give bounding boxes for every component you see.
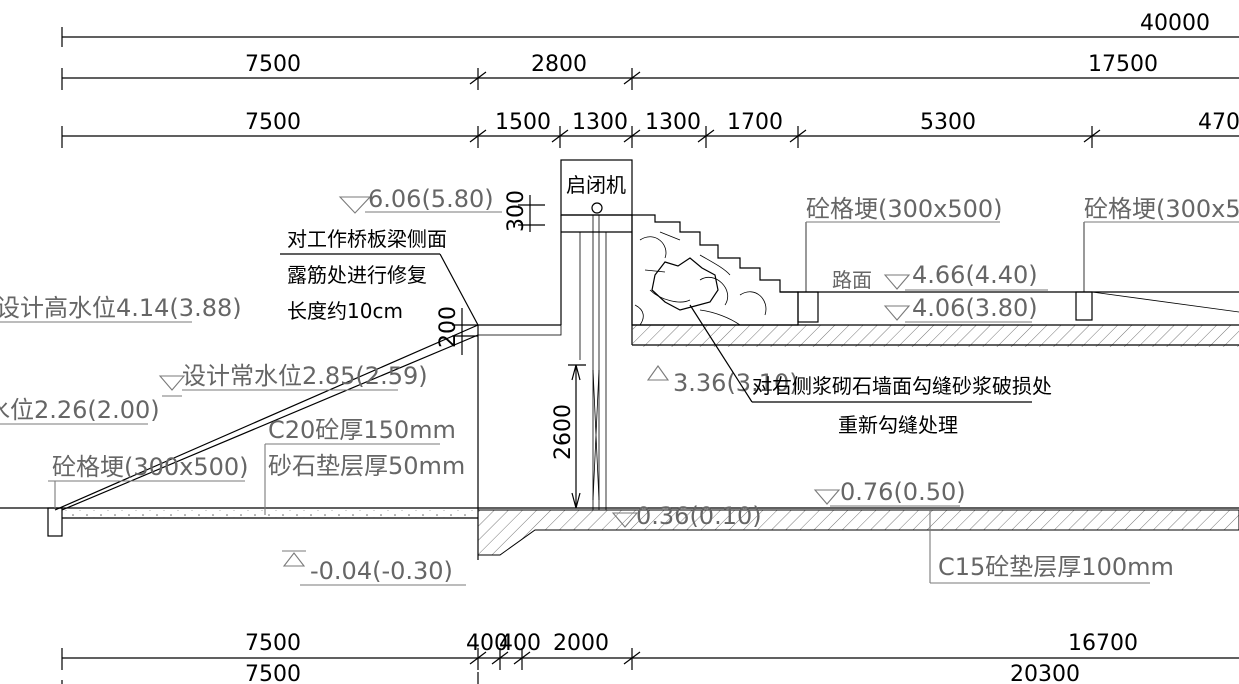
bridge-deck [477, 324, 562, 336]
dim-300-text: 300 [504, 190, 529, 232]
kerb-mid-text: 砼格埂(300x500) [806, 195, 1003, 223]
design-high-water: 设计高水位4.14(3.88) [0, 294, 242, 323]
dim-2600-text: 2600 [551, 404, 576, 460]
dim-bottom1-1: 400 [466, 631, 508, 656]
canal-bottom [0, 507, 1239, 556]
kerb-mid-label: 砼格埂(300x500) [806, 195, 1003, 223]
note-wall-line2: 重新勾缝处理 [838, 413, 958, 437]
note-wall-repair: 对右侧浆砌石墙面勾缝砂浆破损处 重新勾缝处理 [689, 304, 1052, 437]
elevation-m004: -0.04(-0.30) [282, 550, 466, 586]
design-normal-water-text: 设计常水位2.85(2.59) [182, 362, 428, 390]
elevation-076: 0.76(0.50) [813, 478, 966, 507]
dim-300: 300 [504, 190, 545, 232]
c15-text: C15砼垫层厚100mm [938, 553, 1174, 581]
top-dimension-row3: 7500 1500 1300 1300 1700 5300 4700 [61, 110, 1239, 148]
top-dimension-total: 40000 [61, 11, 1239, 47]
el-406-text: 4.06(3.80) [912, 294, 1038, 322]
top-dimension-row2: 7500 2800 17500 [61, 52, 1239, 90]
c20-text: C20砼厚150mm [268, 416, 456, 444]
kerb-right-label: 砼格埂(300x50 [1084, 195, 1239, 223]
dim-2600: 2600 [551, 364, 586, 509]
dim-row3-0: 7500 [245, 110, 301, 135]
el-m004-text: -0.04(-0.30) [310, 557, 453, 585]
el-076-text: 0.76(0.50) [840, 478, 966, 506]
elevation-606: 6.06(5.80) [338, 185, 502, 214]
design-high-water-text: 设计高水位4.14(3.88) [0, 294, 242, 322]
dim-bottom1-3: 2000 [553, 631, 609, 656]
hoist-label: 启闭机 [566, 173, 626, 197]
road-text: 路面 [832, 268, 872, 292]
elevation-336: 3.36(3.10) [646, 365, 799, 397]
dim-row3-6: 4700 [1198, 110, 1239, 135]
c15-label: C15砼垫层厚100mm [929, 510, 1174, 584]
note-bridge-line2: 露筋处进行修复 [287, 263, 427, 287]
el-606-text: 6.06(5.80) [368, 185, 494, 213]
road-elevation: 路面 4.66(4.40) 4.06(3.80) [832, 261, 1048, 323]
kerb-left-text: 砼格埂(300x500) [52, 453, 249, 481]
dim-bottom1-2: 400 [499, 631, 541, 656]
kerb-left-label: 砼格埂(300x500) [48, 453, 249, 508]
dim-row3-5: 5300 [920, 110, 976, 135]
elevation-036: 0.36(0.10) [611, 502, 762, 530]
el-036-text: 0.36(0.10) [636, 502, 762, 530]
el-336-text: 3.36(3.10) [673, 369, 799, 397]
dim-bottom1-0: 7500 [245, 631, 301, 656]
bottom-dimension-row1: 7500 400 400 2000 16700 [61, 631, 1239, 670]
note-bridge-line3: 长度约10cm [287, 299, 403, 323]
el-466-text: 4.66(4.40) [912, 261, 1038, 289]
low-water: 水位2.26(2.00) [0, 396, 160, 425]
note-bridge-repair: 对工作桥板梁侧面 露筋处进行修复 长度约10cm [280, 227, 479, 326]
dim-bottom1-4: 16700 [1068, 631, 1138, 656]
dim-row2-1: 2800 [531, 52, 587, 77]
note-bridge-line1: 对工作桥板梁侧面 [287, 227, 447, 251]
low-water-text: 水位2.26(2.00) [0, 396, 160, 424]
c20-label: C20砼厚150mm 砂石垫层厚50mm [264, 416, 465, 515]
road-platform [632, 222, 1239, 347]
dim-row3-4: 1700 [727, 110, 783, 135]
dim-bottom2-0: 7500 [245, 662, 301, 684]
kerb-right-text: 砼格埂(300x50 [1084, 195, 1239, 223]
dim-row3-3: 1300 [645, 110, 701, 135]
design-normal-water: 设计常水位2.85(2.59) [158, 362, 428, 397]
dim-row3-2: 1300 [572, 110, 628, 135]
dim-row2-0: 7500 [245, 52, 301, 77]
note-wall-line1: 对右侧浆砌石墙面勾缝砂浆破损处 [752, 374, 1052, 398]
dim-row3-1: 1500 [495, 110, 551, 135]
masonry-wall [631, 214, 799, 326]
bottom-dimension-row2: 7500 20300 [61, 662, 1080, 684]
gravel-text: 砂石垫层厚50mm [268, 452, 465, 480]
dim-total-text: 40000 [1140, 11, 1210, 36]
dim-bottom2-1: 20300 [1010, 662, 1080, 684]
dim-row2-2: 17500 [1088, 52, 1158, 77]
